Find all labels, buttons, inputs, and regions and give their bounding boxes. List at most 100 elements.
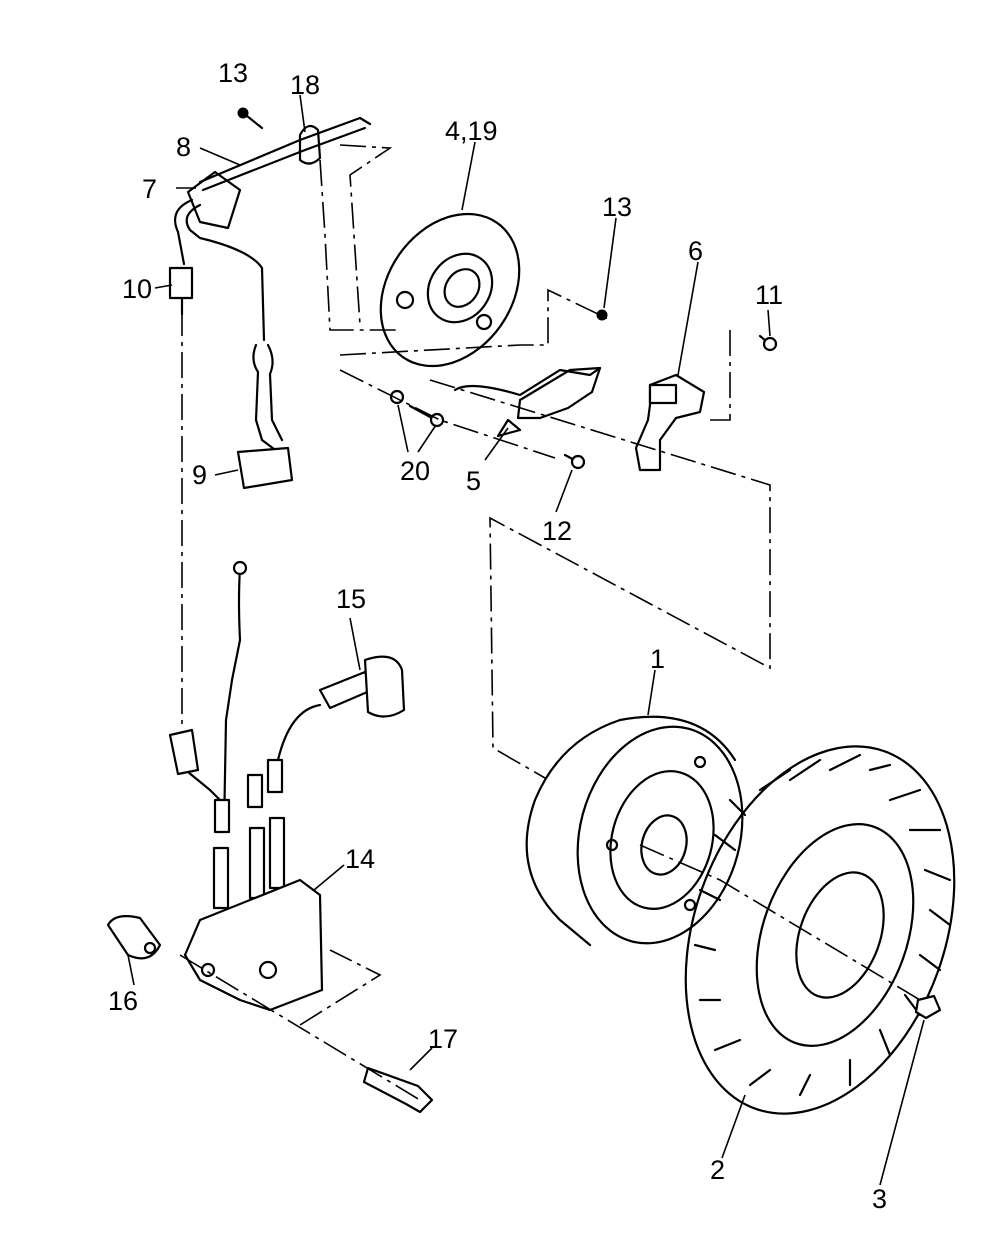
- kill-wire: [222, 566, 242, 832]
- leader-4-19: [461, 141, 476, 211]
- leader-17: [409, 1047, 433, 1071]
- connector-9-shape: [236, 446, 294, 490]
- plug-cap-lead: [276, 703, 322, 762]
- stator-plate-slot: [395, 290, 415, 310]
- callout-18: 18: [290, 70, 321, 100]
- callout-13-right: 13: [602, 192, 633, 222]
- leader-3: [879, 1019, 925, 1186]
- coil-lead-a-upper: [213, 798, 231, 834]
- coil-lead-c-lower: [268, 816, 286, 890]
- callout-10: 10: [122, 274, 153, 304]
- coil-lead-a-lower: [212, 846, 230, 910]
- callout-14: 14: [345, 844, 376, 874]
- coil-connector-wire: [186, 770, 222, 802]
- callout-7: 7: [142, 174, 158, 204]
- leader-8: [199, 147, 241, 166]
- kill-wire-terminal: [232, 560, 248, 576]
- pickup-coil-6-block: [648, 383, 678, 405]
- leader-12-line: [339, 369, 556, 459]
- callout-5: 5: [466, 466, 482, 496]
- wire-harness-drawing: [168, 107, 400, 490]
- leader-18-to-plate: [339, 144, 393, 326]
- bolt-13-top-head: [237, 107, 249, 119]
- flywheel-1-hole-c: [683, 898, 697, 912]
- pickup-5-tab: [496, 418, 522, 438]
- callout-12: 12: [542, 516, 573, 546]
- callout-17: 17: [428, 1024, 459, 1054]
- callout-8: 8: [176, 132, 192, 162]
- callout-11: 11: [755, 280, 784, 310]
- leader-20a: [397, 404, 409, 453]
- leader-14: [313, 864, 345, 891]
- screw-11-head: [762, 336, 778, 352]
- leader-16: [127, 954, 135, 986]
- plug-cap-15-neck: [318, 670, 374, 710]
- flywheel-1-back-edge: [525, 718, 622, 947]
- leader-2: [721, 1094, 746, 1159]
- flywheel-1-hole-b: [605, 838, 619, 852]
- screw-12-head: [570, 454, 586, 470]
- screw-13-right-head: [596, 309, 608, 321]
- stator-plate-center-hole: [443, 268, 481, 308]
- coil-14-mount-hole: [200, 962, 216, 978]
- callout-6: 6: [688, 236, 704, 266]
- coil-14-body: [183, 878, 324, 1012]
- leader-plate-to-flywheel: [429, 379, 771, 779]
- stator-plate-outer: [379, 212, 521, 368]
- fan-drawing: [684, 745, 956, 1115]
- bolt-20-shank: [408, 404, 434, 420]
- wire-to-connector-10: [174, 198, 194, 266]
- coil-14-hole: [258, 960, 278, 980]
- bolt-17-shape: [362, 1066, 434, 1114]
- coil-lead-b-upper: [246, 773, 264, 809]
- rectifier-7-shape: [186, 170, 242, 230]
- leader-11-line: [705, 330, 731, 421]
- callout-2: 2: [710, 1155, 726, 1185]
- callout-1: 1: [650, 644, 666, 674]
- callout-16: 16: [108, 986, 139, 1016]
- clamp-18-shape: [298, 124, 322, 165]
- flywheel-1-rim: [609, 770, 715, 910]
- leader-18: [299, 94, 306, 133]
- stator-plate-boss: [475, 313, 493, 331]
- pickup-coil-6-shape: [634, 373, 706, 472]
- fan-2-outer: [684, 745, 956, 1115]
- leader-11: [767, 309, 771, 337]
- callout-4-19: 4,19: [445, 116, 498, 146]
- coil-connector-shape: [168, 728, 200, 776]
- fan-2-fins: [693, 753, 952, 1097]
- leader-12: [555, 469, 573, 513]
- leader-8-to-plate: [319, 159, 400, 331]
- leader-13-right: [339, 288, 601, 356]
- coil-lead-c-upper: [266, 758, 284, 794]
- plug-cap-15-body: [363, 655, 406, 718]
- ignition-coil-drawing: [106, 310, 434, 1114]
- flywheel-1-face: [576, 725, 744, 945]
- wire-8-lower: [201, 126, 367, 192]
- stator-plate-drawing: [339, 212, 778, 779]
- wire-9-bundle-right: [266, 343, 284, 442]
- bolt-3-shape: [914, 994, 942, 1020]
- flywheel-drawing: [525, 715, 921, 1001]
- connector-10-shape: [168, 266, 194, 300]
- callout-15: 15: [336, 584, 367, 614]
- callout-9: 9: [192, 460, 208, 490]
- flywheel-1-top-edge: [618, 715, 737, 762]
- leader-17-line: [179, 954, 421, 1101]
- spacer-16-hole: [143, 941, 157, 955]
- coil-lead-b-lower: [248, 826, 266, 900]
- callout-leaders: [127, 94, 925, 1186]
- leader-5: [484, 427, 509, 461]
- spacer-16-shape: [106, 915, 162, 960]
- leader-20b: [417, 424, 437, 453]
- leader-9: [214, 469, 239, 476]
- fan-2-inner: [755, 823, 915, 1047]
- flywheel-1-hub: [640, 814, 688, 876]
- flywheel-1-hole-a: [693, 755, 707, 769]
- pickup-wire: [453, 366, 602, 397]
- flywheel-center-axis: [639, 844, 921, 1001]
- callout-3: 3: [872, 1184, 888, 1214]
- leader-1: [647, 669, 656, 716]
